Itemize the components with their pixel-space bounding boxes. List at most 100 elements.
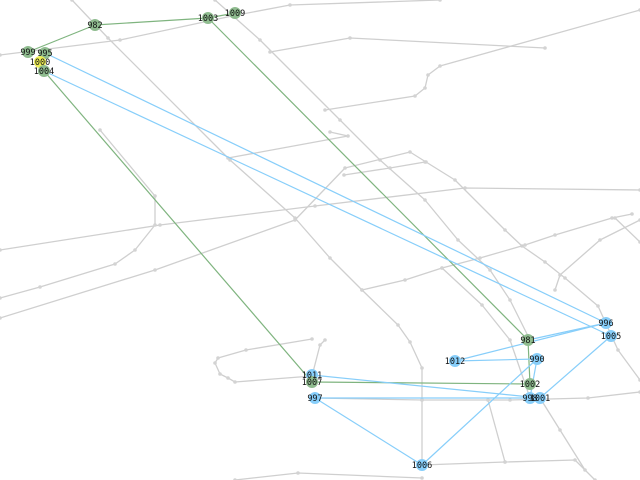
street-vertex (288, 3, 292, 7)
route-nodes (22, 7, 617, 471)
node-label-995: 995 (37, 49, 52, 59)
street-vertex (0, 248, 2, 252)
street-vertex (348, 36, 352, 40)
route-node-1009[interactable] (229, 7, 241, 19)
route-node-982[interactable] (89, 19, 101, 31)
street-segment (441, 267, 531, 399)
route-node-990[interactable] (531, 353, 543, 365)
street-segment (234, 472, 423, 480)
route-node-1006[interactable] (416, 459, 428, 471)
street-vertex (268, 50, 272, 54)
street-vertex (342, 173, 346, 177)
route-edge-982-1003 (94, 17, 209, 26)
street-vertex (586, 396, 590, 400)
route-node-998[interactable] (524, 392, 536, 404)
street-vertex (343, 166, 347, 170)
street-vertex (38, 285, 42, 289)
route-node-1003[interactable] (202, 12, 214, 24)
street-vertex (213, 361, 217, 365)
route-edge-1004-1007 (43, 70, 313, 383)
street-vertex (583, 468, 587, 472)
route-edge-1005-1001 (539, 335, 612, 399)
node-label-1012: 1012 (445, 357, 465, 367)
route-node-1004[interactable] (38, 65, 50, 77)
street-segment (539, 397, 586, 471)
route-edge-1003-981 (207, 17, 529, 341)
street-segment (361, 213, 633, 291)
street-vertex (226, 376, 230, 380)
street-vertex (328, 256, 332, 260)
street-vertex (360, 288, 364, 292)
street-vertex (98, 128, 102, 132)
route-node-981[interactable] (522, 334, 534, 346)
route-node-1002[interactable] (524, 378, 536, 390)
street-vertex (0, 53, 2, 57)
street-segment (71, 0, 423, 466)
street-vertex (233, 380, 237, 384)
street-vertex (338, 118, 342, 122)
street-vertex (423, 160, 427, 164)
street-segment (214, 0, 531, 341)
street-vertex (118, 38, 122, 42)
street-segment (421, 459, 596, 480)
route-node-1005[interactable] (605, 330, 617, 342)
street-vertex (558, 273, 562, 277)
street-vertex (313, 204, 317, 208)
route-node-1012[interactable] (449, 355, 461, 367)
street-vertex (403, 278, 407, 282)
street-vertex (610, 216, 614, 220)
route-node-995[interactable] (39, 47, 51, 59)
street-vertex (438, 64, 442, 68)
street-segment (227, 131, 349, 159)
node-label-990: 990 (529, 355, 544, 365)
route-node-999[interactable] (22, 46, 34, 58)
node-label-1004: 1004 (34, 67, 54, 77)
street-vertex (258, 38, 262, 42)
street-segment (0, 151, 640, 381)
node-label-1005: 1005 (601, 332, 621, 342)
street-vertex (420, 398, 424, 402)
street-vertex (310, 337, 314, 341)
street-vertex (478, 256, 482, 260)
node-label-1006: 1006 (412, 461, 432, 471)
route-node-996[interactable] (600, 317, 612, 329)
node-label-999: 999 (20, 48, 35, 58)
street-segment (614, 217, 640, 243)
street-vertex (543, 46, 547, 50)
street-vertex (503, 228, 507, 232)
street-vertex (323, 108, 327, 112)
route-node-1001[interactable] (534, 392, 546, 404)
street-vertex (388, 166, 392, 170)
route-edge-990-998 (529, 358, 538, 399)
node-label-1000: 1000 (30, 58, 50, 68)
route-node-997[interactable] (309, 392, 321, 404)
street-vertex (158, 223, 162, 227)
street-segment (269, 37, 546, 53)
street-segment (314, 391, 640, 401)
street-vertex (508, 338, 512, 342)
street-vertex (486, 398, 490, 402)
street-segment (554, 219, 640, 291)
route-node-1007[interactable] (306, 376, 318, 388)
street-vertex (293, 218, 297, 222)
node-label-997: 997 (307, 394, 322, 404)
street-vertex (438, 0, 442, 2)
street-vertex (440, 266, 444, 270)
street-vertex (563, 276, 567, 280)
route-edge-999-982 (27, 24, 96, 53)
route-edge-1004-1005 (43, 70, 612, 337)
street-vertex (523, 243, 527, 247)
street-vertex (426, 73, 430, 77)
street-vertex (70, 0, 74, 2)
street-vertex (328, 130, 332, 134)
street-segment (487, 399, 506, 463)
route-node-1000[interactable] (34, 56, 46, 68)
street-vertex (133, 248, 137, 252)
street-vertex (113, 262, 117, 266)
street-vertex (153, 194, 157, 198)
street-segment (214, 338, 313, 383)
route-edge-1006-990 (421, 358, 538, 466)
